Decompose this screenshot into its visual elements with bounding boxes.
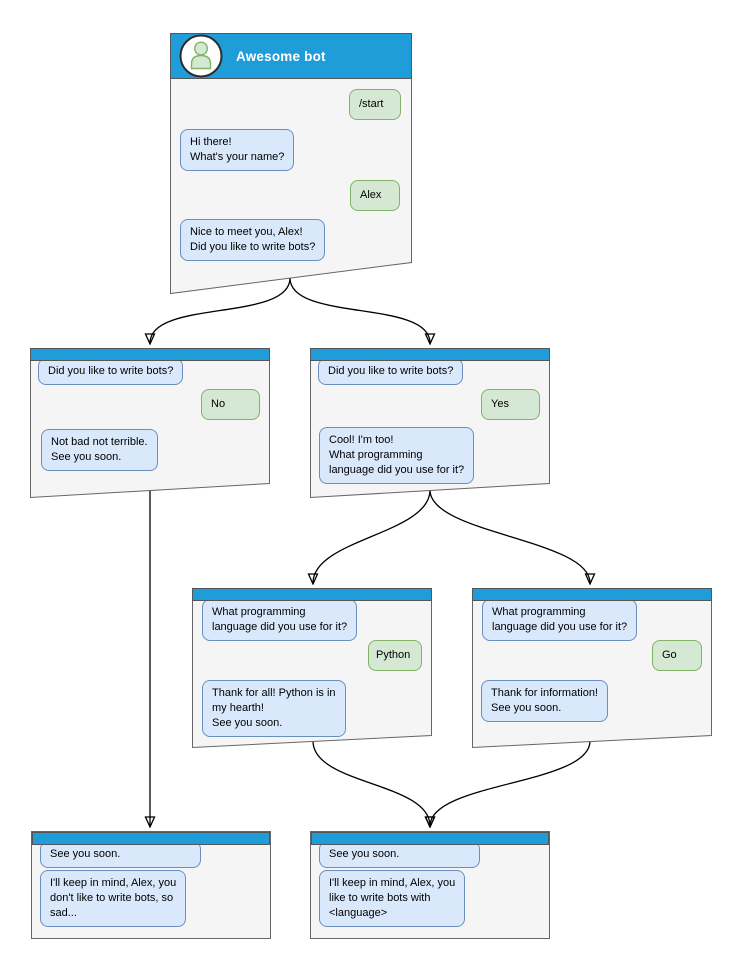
connector-yes-to-python [313,489,431,583]
user-message-bubble: Yes [481,389,540,420]
user-message-bubble: Python [368,640,422,671]
chat-window-no-branch: Did you like to write bots? No Not bad n… [30,348,270,499]
user-message-bubble: Alex [350,180,400,211]
bot-avatar-icon [179,34,223,78]
window-titlebar [32,832,270,845]
bot-message-bubble: I'll keep in mind, Alex, you don't like … [40,870,187,927]
bot-message-bubble: See you soon. [40,841,201,868]
chat-window-python-branch: What programming language did you use fo… [192,588,432,749]
bot-message-bubble: Did you like to write bots? [38,358,184,385]
user-message-bubble: No [201,389,260,420]
chat-window-go-branch: What programming language did you use fo… [472,588,712,749]
chat-window-end-no: See you soon. I'll keep in mind, Alex, y… [31,831,271,939]
chat-window-yes-branch: Did you like to write bots? Yes Cool! I'… [310,348,550,499]
chat-window-end-language: See you soon. I'll keep in mind, Alex, y… [310,831,550,939]
connector-yes-to-go [429,489,590,583]
bot-message-bubble: Nice to meet you, Alex! Did you like to … [180,219,326,261]
bot-message-bubble: Not bad not terrible. See you soon. [41,429,158,471]
window-titlebar: Awesome bot [170,33,412,79]
bot-message-bubble: Thank for all! Python is in my hearth! S… [202,680,346,737]
window-titlebar [310,348,550,361]
user-message-bubble: /start [349,89,401,120]
bot-message-bubble: Cool! I'm too! What programming language… [319,427,475,484]
connector-go-to-end [430,740,591,826]
bot-message-bubble: I'll keep in mind, Alex, you like to wri… [319,870,466,927]
window-title: Awesome bot [236,48,326,64]
bot-message-bubble: What programming language did you use fo… [202,599,358,641]
chat-window-start: Awesome bot /start Hi there! What's your… [170,33,412,295]
window-titlebar [472,588,712,601]
bot-message-bubble: Thank for information! See you soon. [481,680,608,722]
bot-message-bubble: What programming language did you use fo… [482,599,638,641]
window-titlebar [30,348,270,361]
connector-python-to-end [312,740,430,826]
bot-message-bubble: Hi there! What's your name? [180,129,295,171]
bot-message-bubble: See you soon. [319,841,480,868]
bot-message-bubble: Did you like to write bots? [318,358,464,385]
user-message-bubble: Go [652,640,702,671]
window-titlebar [311,832,549,845]
window-titlebar [192,588,432,601]
